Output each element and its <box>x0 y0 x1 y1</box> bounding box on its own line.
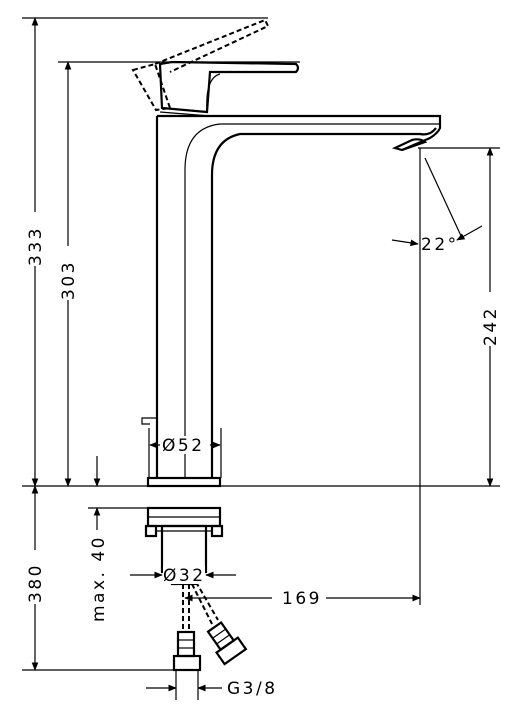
label-diam-32: Ø32 <box>163 566 206 586</box>
label-g3-8: G3/8 <box>227 679 278 699</box>
dim-total-height: 333 <box>22 17 268 487</box>
label-max-40: max. 40 <box>89 535 109 622</box>
lever-handle <box>131 18 300 117</box>
dim-spout-height: 242 <box>418 147 501 605</box>
dim-shank-diameter: Ø32 <box>130 566 236 586</box>
label-169: 169 <box>282 589 322 609</box>
dim-lever-height: 303 <box>57 61 300 487</box>
label-diam-52: Ø52 <box>162 436 205 456</box>
faucet-body <box>141 114 442 488</box>
dim-spout-angle: 22° <box>391 157 483 255</box>
dim-max-thickness: max. 40 <box>88 507 148 622</box>
dim-spout-reach: 169 <box>184 589 421 609</box>
dim-base-diameter: Ø52 <box>148 428 222 478</box>
label-380: 380 <box>26 563 46 603</box>
label-333: 333 <box>26 226 46 266</box>
dim-thread: G3/8 <box>146 670 278 700</box>
label-303: 303 <box>59 260 79 300</box>
dim-below-counter: 380 <box>22 485 176 671</box>
label-22deg: 22° <box>421 235 459 255</box>
label-242: 242 <box>481 306 501 346</box>
supply-hoses <box>172 581 248 672</box>
